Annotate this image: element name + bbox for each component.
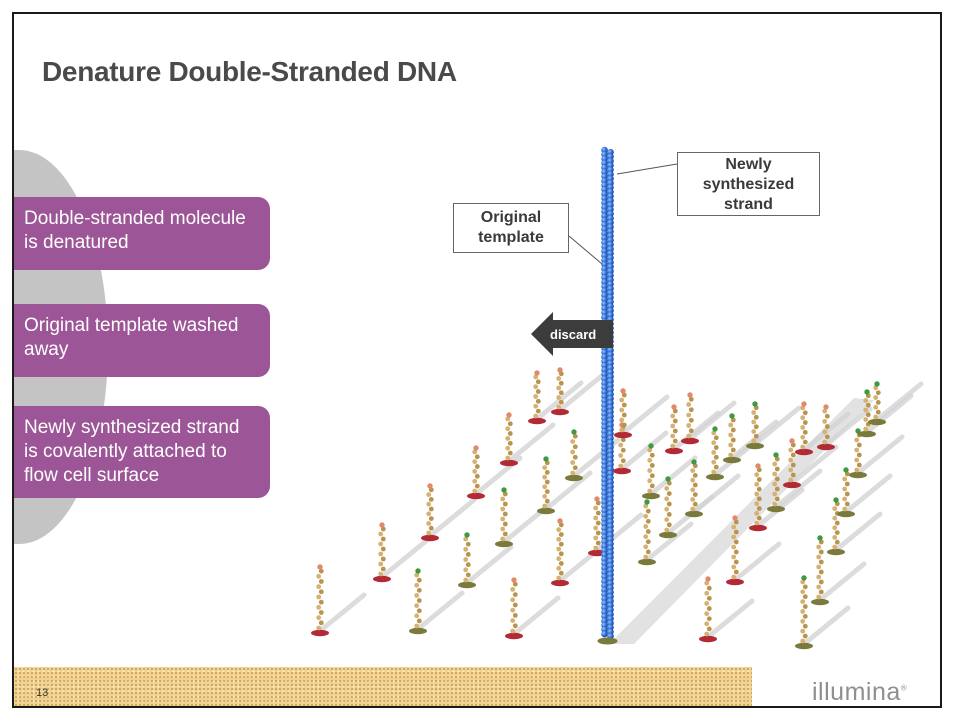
callout-original-template: Original template <box>453 203 569 253</box>
dna-cluster-strand <box>868 381 924 426</box>
dna-cluster-strand <box>685 459 741 518</box>
dna-cluster-strand <box>588 496 644 557</box>
flow-cell-surface <box>14 667 752 706</box>
dna-cluster-strand <box>746 401 802 450</box>
callout-newly-synthesized: Newly synthesized strand <box>677 152 820 216</box>
dna-cluster-strand <box>849 428 905 479</box>
discard-arrow-icon <box>531 312 613 356</box>
dna-cluster-strand <box>749 463 805 532</box>
dna-cluster-strand <box>827 497 883 556</box>
dna-cluster-strand <box>699 576 755 643</box>
dna-cluster-strand <box>783 438 839 489</box>
dna-cluster-strand <box>565 429 621 482</box>
step-box-wash: Original template washed away <box>14 304 270 377</box>
dna-cluster-strand <box>767 452 823 513</box>
dna-cluster-strand <box>817 404 873 451</box>
flow-cell-illustration <box>311 146 924 650</box>
dna-cluster-strand <box>723 413 779 464</box>
cluster-field <box>311 367 924 650</box>
dna-cluster-strand <box>681 392 737 445</box>
dna-cluster-strand <box>537 456 593 515</box>
dna-cluster-strand <box>726 515 782 586</box>
slide-title: Denature Double-Stranded DNA <box>42 56 457 87</box>
dna-cluster-strand <box>638 499 694 566</box>
dna-cluster-strand <box>409 568 465 635</box>
illumina-logo: illumina® <box>812 678 908 706</box>
discard-label: discard <box>550 327 597 342</box>
dna-cluster-strand <box>811 535 867 606</box>
dna-strand-vertical <box>597 146 618 645</box>
dna-cluster-strand <box>642 443 698 500</box>
dna-cluster-strand <box>858 389 914 438</box>
callout-new-leader <box>616 163 678 175</box>
step-box-attach: Newly synthesized strand is covalently a… <box>14 406 270 498</box>
slide: Denature Double-Stranded DNA Double-stra… <box>12 12 942 708</box>
callout-original-leader <box>568 235 603 265</box>
dna-cluster-strand <box>614 388 670 439</box>
dna-cluster-strand <box>528 370 584 425</box>
page-number: 13 <box>36 687 49 699</box>
strand-anchor <box>597 637 618 645</box>
dna-cluster-strand <box>551 367 607 416</box>
strand-bead <box>601 630 608 638</box>
dna-cluster-strand <box>495 487 551 548</box>
dna-cluster-strand <box>373 522 429 583</box>
dna-cluster-strand <box>500 412 556 467</box>
strand-shadow <box>609 398 874 644</box>
step-box-denature: Double-stranded molecule is denatured <box>14 197 270 270</box>
dna-cluster-strand <box>795 575 851 650</box>
dna-cluster-strand <box>458 532 514 589</box>
dna-cluster-strand <box>311 564 367 637</box>
dna-cluster-strand <box>837 467 893 518</box>
dna-cluster-strand <box>505 577 561 640</box>
logo-text: illumina <box>812 678 901 706</box>
dna-cluster-strand <box>421 483 477 542</box>
